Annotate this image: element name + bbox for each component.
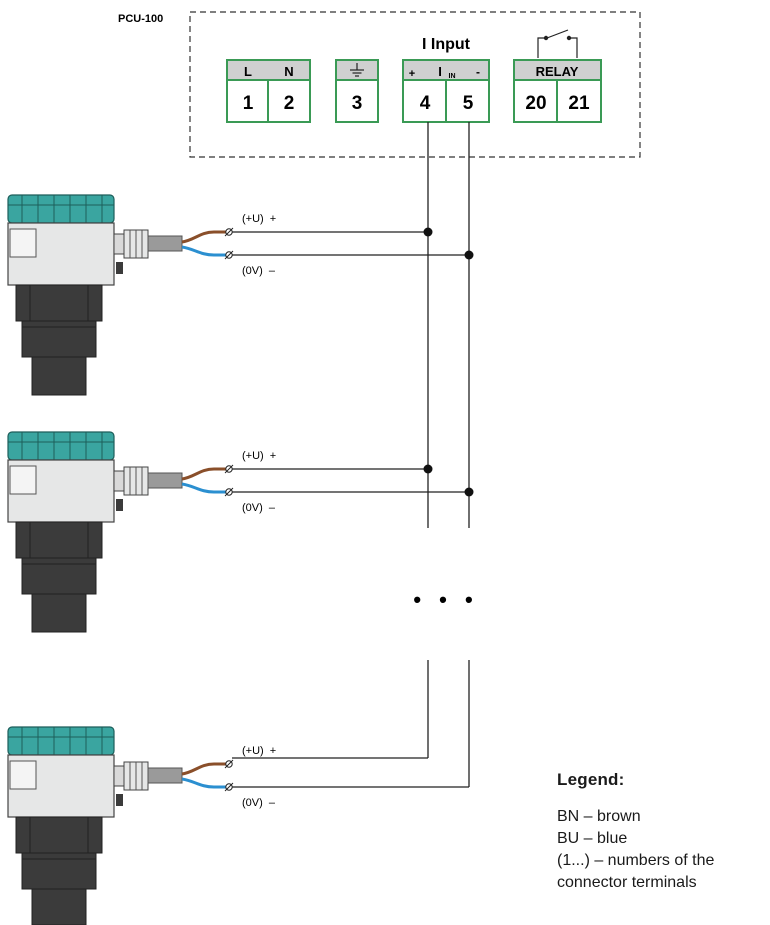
sensor-device-icon bbox=[7, 431, 183, 633]
brown-wire bbox=[181, 467, 232, 481]
sensor-2: (+U) + (0V) – bbox=[7, 431, 474, 633]
terminal-label-l: L bbox=[244, 64, 252, 79]
terminal-label-in: IN bbox=[449, 73, 456, 80]
terminal-number-3: 3 bbox=[352, 93, 363, 114]
screw-terminal-icon bbox=[224, 759, 234, 792]
terminal-label-minus: - bbox=[476, 65, 480, 79]
sensor-1: (+U) + (0V) – bbox=[7, 194, 474, 396]
zero-label: (0V) – bbox=[242, 797, 276, 809]
input-group-title: I Input bbox=[422, 36, 471, 53]
terminal-number-4: 4 bbox=[420, 93, 431, 114]
legend-item-brown: BN – brown bbox=[557, 808, 641, 825]
earth-ground-icon bbox=[350, 63, 364, 77]
junction-dot-icon bbox=[464, 250, 474, 260]
junction-dot-icon bbox=[423, 227, 433, 237]
bus-wires bbox=[427, 122, 470, 787]
terminal-number-20: 20 bbox=[525, 93, 546, 114]
controller-name: PCU-100 bbox=[118, 13, 163, 25]
blue-wire bbox=[181, 777, 232, 789]
legend: Legend: BN – brown BU – blue (1...) – nu… bbox=[557, 770, 767, 894]
terminal-number-2: 2 bbox=[284, 93, 295, 114]
controller-outline bbox=[189, 11, 641, 158]
blue-wire bbox=[181, 482, 232, 494]
plus-label: (+U) + bbox=[242, 745, 276, 757]
terminal-group-ground: 3 bbox=[335, 59, 379, 123]
power-terminal-header bbox=[226, 59, 311, 81]
relay-contact-icon bbox=[537, 29, 578, 58]
sensor-3: (+U) + (0V) – bbox=[7, 726, 469, 925]
brown-wire bbox=[181, 762, 232, 776]
zero-label: (0V) – bbox=[242, 265, 276, 277]
terminal-label-relay: RELAY bbox=[536, 64, 579, 79]
sensor-device-icon bbox=[7, 194, 183, 396]
terminal-group-current-input: I Input + I IN - 4 5 bbox=[402, 36, 490, 123]
terminal-number-1: 1 bbox=[243, 93, 254, 114]
blue-wire bbox=[181, 245, 232, 257]
terminal-label-i: I bbox=[438, 64, 442, 79]
legend-item-terminal-numbers: (1...) – numbers of the connector termin… bbox=[557, 852, 715, 891]
terminal-label-plus: + bbox=[409, 68, 415, 80]
terminal-label-n: N bbox=[284, 64, 293, 79]
plus-label: (+U) + bbox=[242, 213, 276, 225]
junction-dot-icon bbox=[423, 464, 433, 474]
terminal-number-5: 5 bbox=[463, 93, 474, 114]
zero-label: (0V) – bbox=[242, 502, 276, 514]
plus-label: (+U) + bbox=[242, 450, 276, 462]
screw-terminal-icon bbox=[224, 464, 234, 497]
legend-item-blue: BU – blue bbox=[557, 830, 628, 847]
ground-terminal-body bbox=[335, 79, 379, 123]
terminal-group-power: L N 1 2 bbox=[226, 59, 311, 123]
legend-title: Legend: bbox=[557, 770, 625, 789]
continuation-dots: • • • bbox=[413, 587, 478, 612]
terminal-group-relay: RELAY 20 21 bbox=[513, 29, 602, 123]
junction-dot-icon bbox=[464, 487, 474, 497]
terminal-number-21: 21 bbox=[568, 93, 590, 114]
screw-terminal-icon bbox=[224, 227, 234, 260]
brown-wire bbox=[181, 230, 232, 244]
sensor-device-icon bbox=[7, 726, 183, 925]
